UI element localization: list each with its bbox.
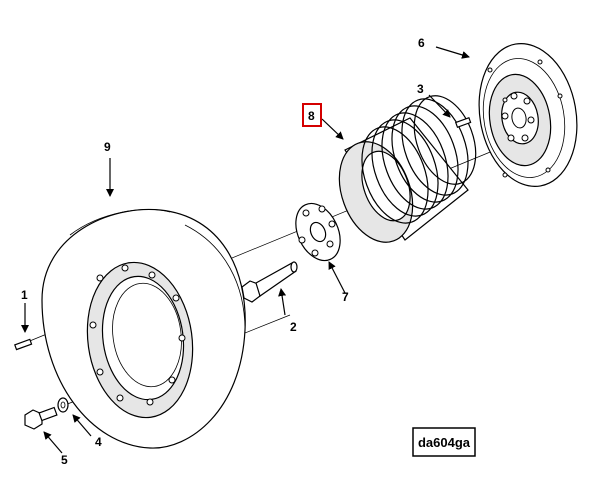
part-9-damper [41,208,246,449]
part-3-dowel-pin [454,116,472,128]
part-7-plate [295,202,341,262]
callout-8: 8 [308,109,315,123]
part-5-bolt [24,406,58,430]
part-1-dowel-pin [14,338,33,351]
reference-code: da604ga [418,435,471,450]
part-8-pulley [338,95,477,243]
callout-8-highlight-box [302,103,322,127]
part-6-hub [478,43,578,187]
callout-3: 3 [417,82,424,96]
callout-1: 1 [21,288,28,302]
callout-2: 2 [290,320,297,334]
callout-9: 9 [104,140,111,154]
callout-5: 5 [61,453,68,467]
part-4-washer [57,397,69,413]
callout-6: 6 [418,36,425,50]
callout-7: 7 [342,290,349,304]
callout-arrows [21,46,470,454]
damper-bolt-holes [89,264,186,406]
reference-code-box: da604ga [412,427,476,457]
part-2-capscrew [241,261,298,303]
callout-4: 4 [95,435,102,449]
